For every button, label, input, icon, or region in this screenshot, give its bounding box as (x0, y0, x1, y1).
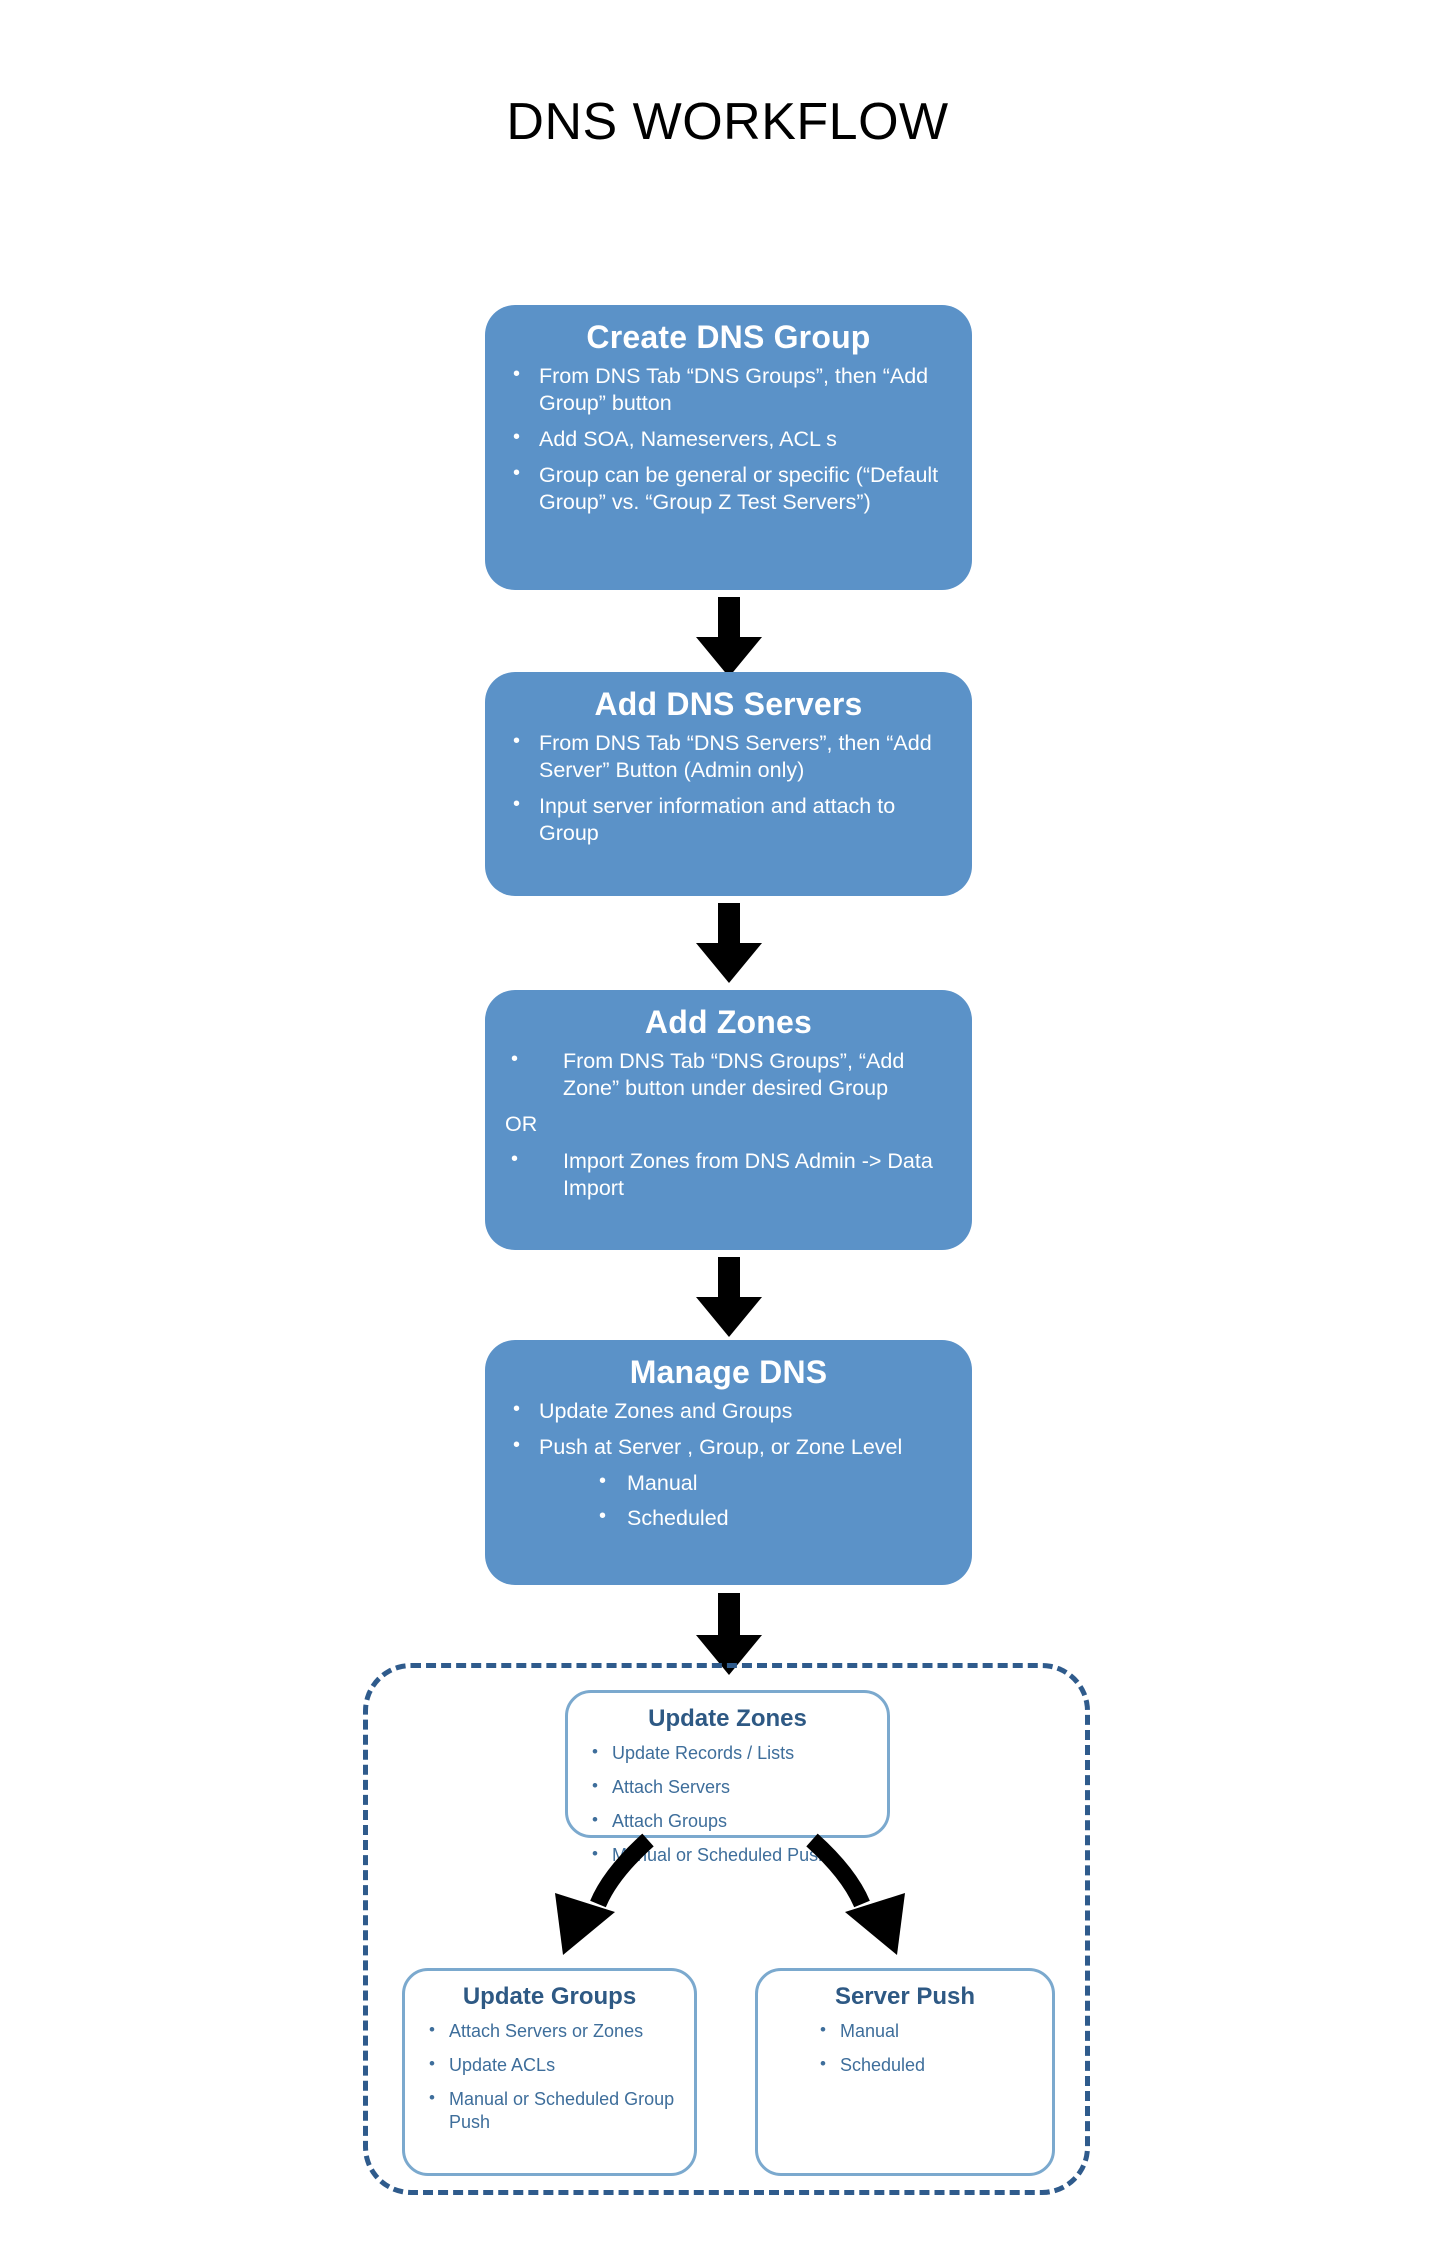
detail-title-update-groups: Update Groups (462, 1983, 637, 2010)
list-item: Scheduled (503, 1504, 954, 1532)
process-bullet-list-add-zones-after-or: Import Zones from DNS Admin -> Data Impo… (503, 1147, 954, 1202)
list-item: Group can be general or specific (“Defau… (503, 461, 954, 516)
process-title-manage-dns: Manage DNS (629, 1354, 828, 1390)
process-bullet-list-manage-dns: Update Zones and Groups Push at Server ,… (503, 1397, 954, 1532)
process-box-create-dns-group[interactable]: Create DNS Group From DNS Tab “DNS Group… (485, 305, 972, 590)
detail-bullet-list-update-zones: Update Records / Lists Attach Servers At… (582, 1741, 873, 1867)
detail-title-update-zones: Update Zones (648, 1705, 807, 1732)
list-item: Attach Groups (582, 1809, 873, 1833)
list-item: Import Zones from DNS Admin -> Data Impo… (503, 1147, 954, 1202)
page-title: DNS WORKFLOW (506, 93, 949, 151)
process-title-add-zones: Add Zones (644, 1004, 813, 1040)
process-bullet-list-add-zones-before-or: From DNS Tab “DNS Groups”, “Add Zone” bu… (503, 1047, 954, 1102)
detail-group-container (363, 1663, 1090, 2195)
process-title-add-dns-servers: Add DNS Servers (594, 686, 863, 722)
process-bullet-list-create-dns-group: From DNS Tab “DNS Groups”, then “Add Gro… (503, 362, 954, 516)
list-item: Manual or Scheduled Group Push (419, 2087, 680, 2134)
detail-title-server-push: Server Push (834, 1983, 976, 2010)
list-item: Update ACLs (419, 2053, 680, 2077)
list-item: Manual or Scheduled Push (582, 1843, 873, 1867)
list-item: Update Records / Lists (582, 1741, 873, 1765)
list-item: Input server information and attach to G… (503, 792, 954, 847)
process-title-create-dns-group: Create DNS Group (586, 319, 871, 355)
process-box-add-zones[interactable]: Add Zones From DNS Tab “DNS Groups”, “Ad… (485, 990, 972, 1250)
detail-box-update-groups[interactable]: Update Groups Attach Servers or Zones Up… (402, 1968, 697, 2176)
list-item: Scheduled (810, 2053, 1038, 2077)
detail-box-update-zones[interactable]: Update Zones Update Records / Lists Atta… (565, 1690, 890, 1865)
list-item: Manual (810, 2019, 1038, 2043)
flow-arrow-down-icon (684, 1257, 774, 1337)
list-item: Update Zones and Groups (503, 1397, 954, 1425)
list-item: Manual (503, 1469, 954, 1497)
list-item: Attach Servers (582, 1775, 873, 1799)
flow-arrow-down-icon (684, 1593, 774, 1675)
or-separator-label: OR (505, 1111, 538, 1136)
list-item: Add SOA, Nameservers, ACL s (503, 425, 954, 453)
process-box-add-dns-servers[interactable]: Add DNS Servers From DNS Tab “DNS Server… (485, 672, 972, 896)
process-bullet-list-add-dns-servers: From DNS Tab “DNS Servers”, then “Add Se… (503, 729, 954, 847)
process-box-manage-dns[interactable]: Manage DNS Update Zones and Groups Push … (485, 1340, 972, 1585)
detail-bullet-list-update-groups: Attach Servers or Zones Update ACLs Manu… (419, 2019, 680, 2134)
list-item: Push at Server , Group, or Zone Level (503, 1433, 954, 1461)
list-item: Attach Servers or Zones (419, 2019, 680, 2043)
detail-box-server-push[interactable]: Server Push Manual Scheduled (755, 1968, 1055, 2176)
detail-bullet-list-server-push: Manual Scheduled (810, 2019, 1038, 2077)
list-item: From DNS Tab “DNS Groups”, “Add Zone” bu… (503, 1047, 954, 1102)
flow-arrow-down-icon (684, 597, 774, 677)
list-item: From DNS Tab “DNS Groups”, then “Add Gro… (503, 362, 954, 417)
flow-arrow-down-icon (684, 903, 774, 983)
list-item: From DNS Tab “DNS Servers”, then “Add Se… (503, 729, 954, 784)
